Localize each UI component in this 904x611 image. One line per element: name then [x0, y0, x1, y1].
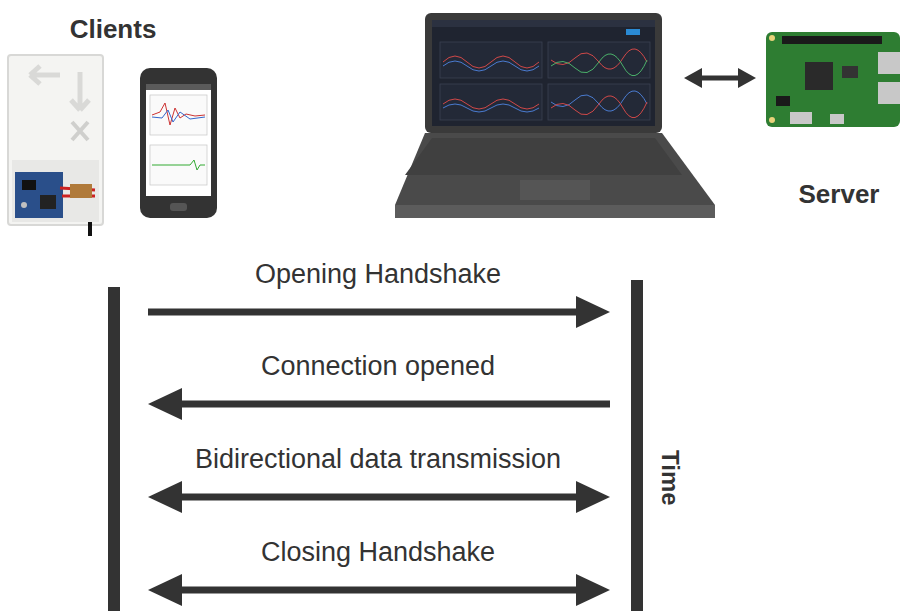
- client-device: [8, 55, 103, 236]
- server-lifeline: [631, 280, 643, 611]
- message-label: Closing Handshake: [261, 537, 495, 568]
- link-arrow: [684, 68, 756, 88]
- message-label: Bidirectional data transmission: [195, 444, 561, 475]
- message-label: Connection opened: [261, 351, 495, 382]
- message-label: Opening Handshake: [255, 259, 501, 290]
- client-lifeline: [108, 287, 120, 611]
- group-heading: Clients: [70, 15, 157, 45]
- group-heading: Server: [799, 180, 880, 210]
- laptop: [395, 13, 715, 218]
- raspberry-pi-board: [766, 32, 900, 127]
- message-arrows: [148, 296, 610, 606]
- axis-label: Time: [656, 450, 684, 506]
- smartphone: [140, 68, 217, 218]
